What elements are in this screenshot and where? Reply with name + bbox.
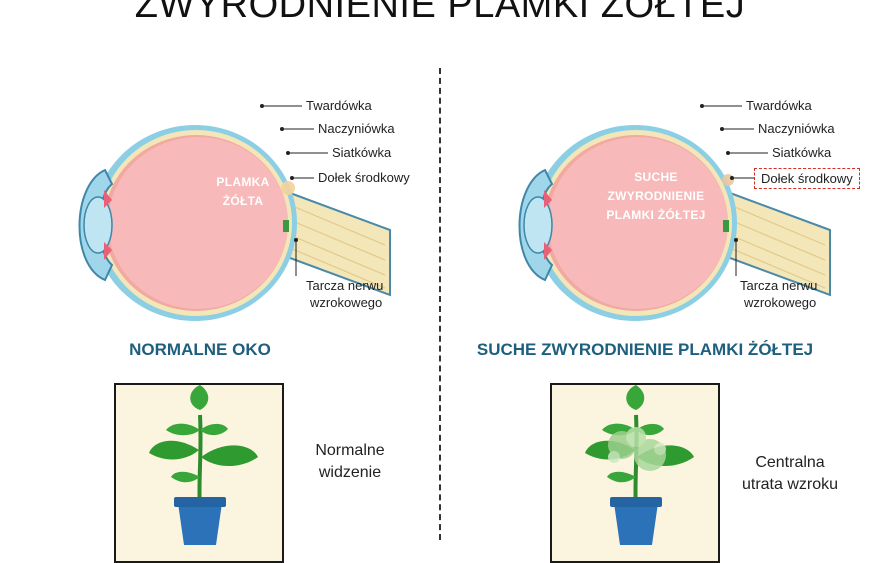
label-choroid: Naczyniówka xyxy=(318,121,395,136)
plant-illustration-blurred xyxy=(585,385,694,545)
optic-disc-mark xyxy=(723,220,729,232)
optic-disc-mark xyxy=(283,220,289,232)
label-fovea: Dołek środkowy xyxy=(318,170,410,185)
fovea-mark xyxy=(281,181,295,195)
label-fovea: Dołek środkowy xyxy=(754,168,860,189)
caption-amd: Centralna utrata wzroku xyxy=(741,454,839,493)
label-choroid: Naczyniówka xyxy=(758,121,835,136)
eye-illustration-normal xyxy=(78,104,391,321)
caption-normal: Normalne widzenie xyxy=(315,442,385,481)
page-title: ZWYRODNIENIE PLAMKI ŻÓŁTEJ xyxy=(134,0,746,26)
dry-amd-label: SUCHE ZWYRODNIENIE PLAMKI ŻÓŁTEJ xyxy=(606,170,706,222)
retina-area xyxy=(548,137,728,309)
vision-panel-amd xyxy=(550,383,720,563)
macula-label: PLAMKA ŻÓŁTA xyxy=(216,175,270,208)
heading-normal-eye: NORMALNE OKO xyxy=(129,340,271,359)
label-sclera: Twardówka xyxy=(306,98,372,113)
label-optic-disc-1: Tarcza nerwu xyxy=(740,278,818,293)
lens xyxy=(83,196,113,254)
vision-panel-normal xyxy=(114,383,284,563)
vision-loss-blotch xyxy=(608,427,666,471)
eye-illustration-amd xyxy=(518,104,831,321)
label-sclera: Twardówka xyxy=(746,98,812,113)
label-optic-disc-2: wzrokowego xyxy=(744,295,817,310)
retina-area xyxy=(108,137,288,309)
pot xyxy=(614,503,658,545)
plant-illustration-clear xyxy=(149,385,258,545)
label-retina: Siatkówka xyxy=(772,145,832,160)
eye-diagram-normal: PLAMKA ŻÓŁTA Twardówka Naczyniówka Siatk… xyxy=(0,80,430,321)
label-optic-disc-2: wzrokowego xyxy=(310,295,383,310)
fovea-mark xyxy=(722,174,734,186)
label-retina: Siatkówka xyxy=(332,145,392,160)
eye-diagram-amd: SUCHE ZWYRODNIENIE PLAMKI ŻÓŁTEJ Twardów… xyxy=(440,80,870,321)
center-divider xyxy=(439,68,441,540)
pot xyxy=(178,503,222,545)
heading-dry-amd: SUCHE ZWYRODNIENIE PLAMKI ŻÓŁTEJ xyxy=(476,340,814,359)
label-optic-disc-1: Tarcza nerwu xyxy=(306,278,384,293)
lens xyxy=(523,196,553,254)
